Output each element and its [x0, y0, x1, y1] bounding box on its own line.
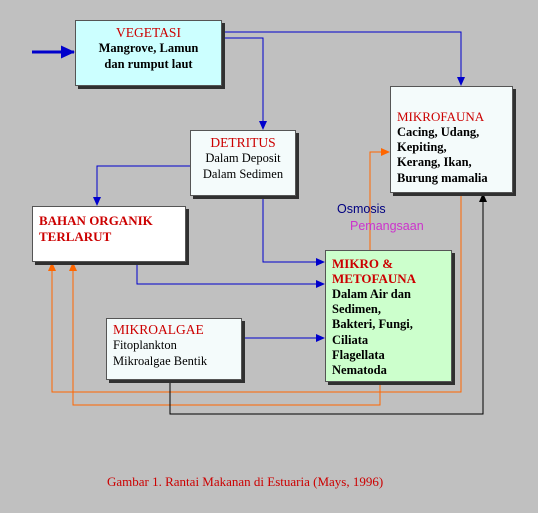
node-mikro-metofauna-line-3: Bakteri, Fungi, [332, 317, 413, 332]
legend-pemangsaan: Pemangsaan [350, 219, 424, 233]
node-detritus-line-1: Dalam Deposit [205, 151, 281, 166]
figure-caption: Gambar 1. Rantai Makanan di Estuaria (Ma… [107, 474, 384, 489]
node-mikro-metofauna-line-6: Nematoda [332, 363, 387, 378]
node-mikrofauna-line-3: Kerang, Ikan, [397, 155, 472, 170]
node-vegetasi-title: VEGETASI [116, 25, 181, 40]
node-mikrofauna: MIKROFAUNA Cacing, Udang, Kepiting, Kera… [390, 86, 513, 193]
node-mikro-metofauna-title-2: METOFAUNA [332, 270, 417, 286]
node-detritus-title: DETRITUS [210, 135, 276, 150]
arrow-detritus-mikrometo [262, 196, 325, 266]
legend-osmosis: Osmosis [337, 202, 386, 216]
node-vegetasi-line-2: dan rumput laut [104, 56, 193, 71]
node-vegetasi: VEGETASI Mangrove, Lamun dan rumput laut [75, 20, 222, 86]
arrow-bahan-mikrometo [136, 262, 325, 288]
node-mikro-metofauna-title-1: MIKRO & [332, 256, 394, 271]
arrow-vegetasi-mikrofauna [222, 31, 465, 86]
node-mikro-metofauna-line-2: Sedimen, [332, 302, 381, 317]
node-mikroalgae-line-1: Fitoplankton [113, 338, 177, 353]
node-mikroalgae-line-2: Mikroalgae Bentik [113, 353, 208, 368]
arrow-mikrometo-bahan [69, 262, 381, 406]
node-bahan-organik-title-2: TERLARUT [39, 228, 112, 244]
node-mikrofauna-line-4: Burung mamalia [397, 170, 488, 185]
node-mikrofauna-title: MIKROFAUNA [397, 109, 485, 124]
node-detritus-line-2: Dalam Sedimen [202, 166, 284, 181]
node-detritus: DETRITUS Dalam Deposit Dalam Sedimen [190, 130, 296, 196]
node-bahan-organik: BAHAN ORGANIK TERLARUT [32, 206, 186, 262]
node-vegetasi-line-1: Mangrove, Lamun [98, 41, 199, 56]
arrow-mikrofauna-bahan [48, 193, 462, 393]
node-mikrofauna-line-1: Cacing, Udang, [397, 124, 480, 139]
node-mikroalgae-title: MIKROALGAE [113, 322, 204, 337]
node-mikro-metofauna-line-1: Dalam Air dan [332, 286, 411, 301]
node-mikroalgae: MIKROALGAE Fitoplankton Mikroalgae Benti… [106, 318, 242, 380]
node-mikro-metofauna-line-4: Ciliata [332, 332, 369, 347]
arrow-vegetasi-detritus [222, 37, 267, 130]
node-mikrofauna-line-2: Kepiting, [397, 140, 447, 155]
arrow-mikrometo-mikrofauna [369, 148, 390, 250]
node-mikro-metofauna-line-5: Flagellata [332, 347, 385, 362]
node-mikro-metofauna: MIKRO & METOFAUNA Dalam Air dan Sedimen,… [325, 250, 452, 382]
node-bahan-organik-title-1: BAHAN ORGANIK [39, 213, 153, 228]
arrow-detritus-bahan [93, 165, 190, 206]
arrow-mikroalgae-mikrofauna [169, 193, 487, 415]
